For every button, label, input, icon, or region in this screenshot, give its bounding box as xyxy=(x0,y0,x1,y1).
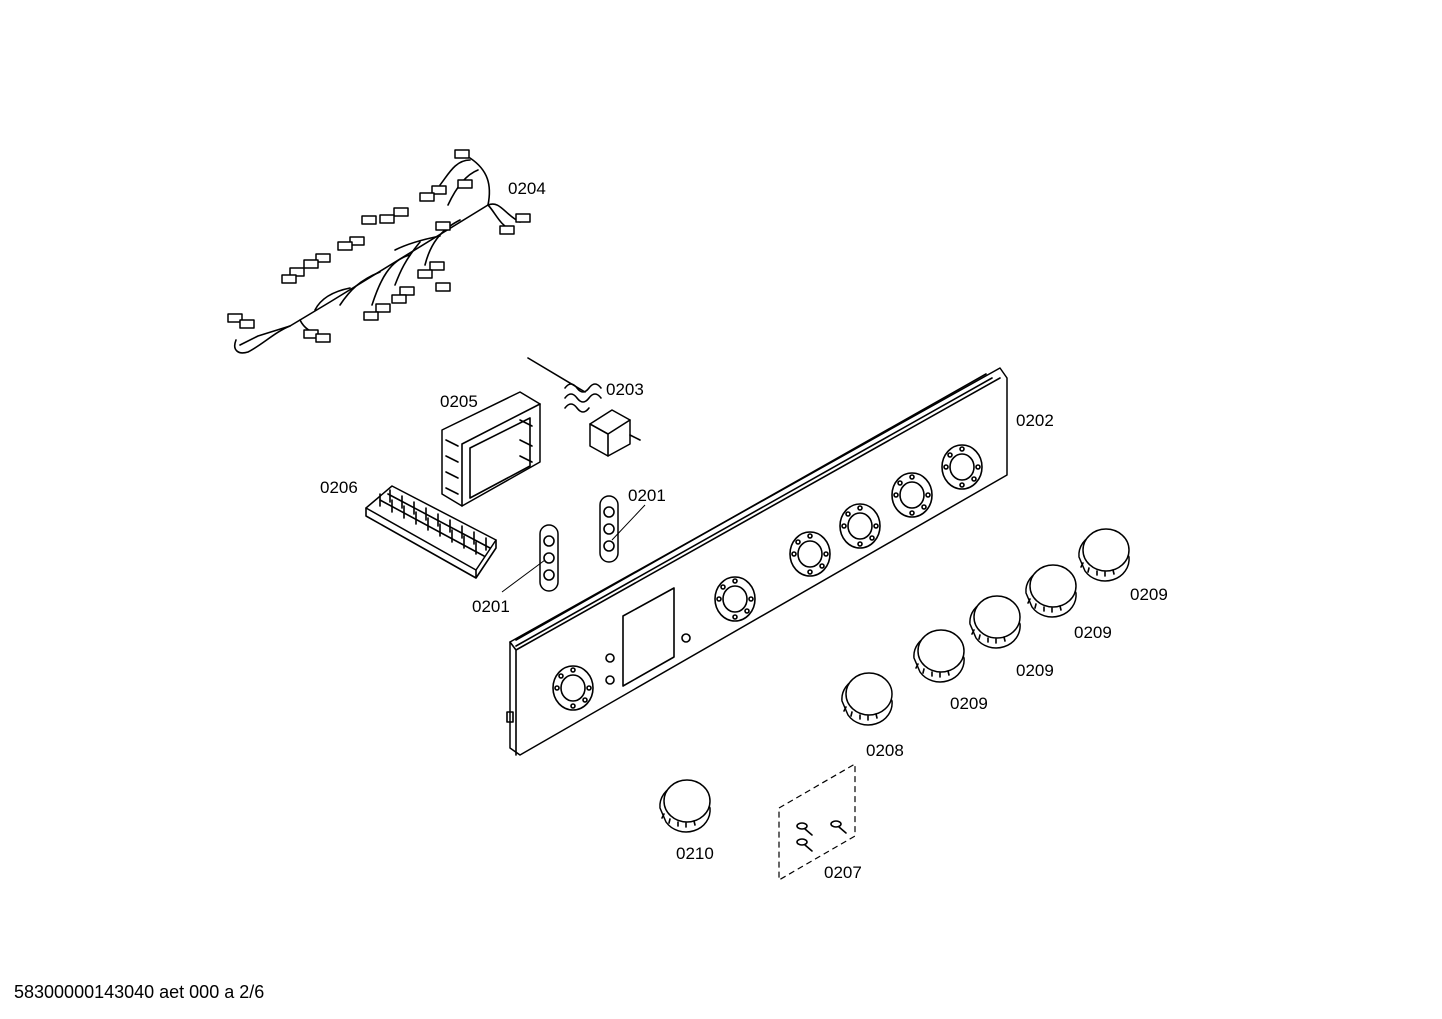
wiring-harness-0204 xyxy=(227,149,531,354)
knob-0209-2 xyxy=(1025,564,1077,618)
thermostat-0203 xyxy=(527,357,641,457)
callout-0208: 0208 xyxy=(866,741,904,760)
knob-0208 xyxy=(841,672,893,726)
callout-0210: 0210 xyxy=(676,844,714,863)
callout-0204: 0204 xyxy=(508,179,546,198)
callout-0209-3: 0209 xyxy=(1016,661,1054,680)
bracket-0201-left xyxy=(539,524,559,592)
callout-0207: 0207 xyxy=(824,863,862,882)
terminal-block-0206 xyxy=(365,485,497,579)
callout-0206: 0206 xyxy=(320,478,358,497)
knob-0209-3 xyxy=(969,595,1021,649)
callout-0201-lower: 0201 xyxy=(472,597,510,616)
callout-0209-4: 0209 xyxy=(950,694,988,713)
callout-0209-1: 0209 xyxy=(1130,585,1168,604)
callout-0201-upper: 0201 xyxy=(628,486,666,505)
callout-0202: 0202 xyxy=(1016,411,1054,430)
control-panel-0202 xyxy=(506,367,1008,756)
callout-0205: 0205 xyxy=(440,392,478,411)
bracket-0201-right xyxy=(599,495,619,563)
callout-0203: 0203 xyxy=(606,380,644,399)
callout-0209-2: 0209 xyxy=(1074,623,1112,642)
knob-0209-4 xyxy=(913,629,965,683)
document-id: 58300000143040 aet 000 a 2/6 xyxy=(14,982,265,1002)
knob-0209-1 xyxy=(1078,528,1130,582)
screw-kit-0207 xyxy=(778,762,856,882)
knob-0210 xyxy=(659,779,711,833)
control-module-0205 xyxy=(441,391,541,507)
